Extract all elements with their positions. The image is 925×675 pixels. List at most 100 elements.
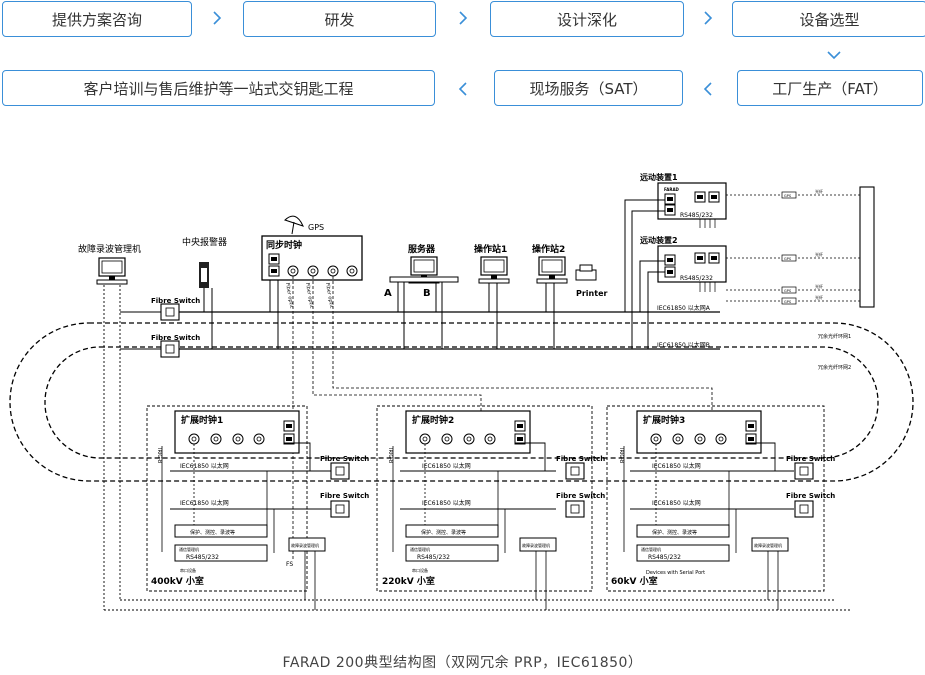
port-icon bbox=[694, 433, 706, 445]
port-icon bbox=[708, 191, 720, 203]
room3-label: 60kV 小室 bbox=[611, 575, 658, 587]
port-icon bbox=[307, 265, 319, 277]
port-icon bbox=[253, 433, 265, 445]
port-icon bbox=[283, 420, 295, 432]
fibre-switch-label: Fibre Switch bbox=[556, 492, 605, 500]
step-equipment-selection: 设备选型 bbox=[732, 1, 925, 37]
printer-label: Printer bbox=[576, 289, 607, 298]
port-icon bbox=[232, 433, 244, 445]
fibre-switch-icon bbox=[565, 462, 585, 480]
fiber-optic-label: Fiber optic bbox=[324, 282, 334, 309]
protect-label: 保护、测控、录波等 bbox=[652, 529, 697, 536]
iec-label: IEC61850 以太网 bbox=[422, 499, 471, 507]
fibre-switch-icon bbox=[565, 500, 585, 518]
step-turnkey: 客户培训与售后维护等一站式交钥匙工程 bbox=[2, 70, 435, 106]
comm-label: 通信管理机 bbox=[641, 546, 661, 552]
redundant-ring-outer bbox=[9, 322, 914, 482]
protect-label: 保护、测控、录波等 bbox=[190, 529, 235, 536]
server-a-label: A bbox=[384, 288, 392, 299]
port-icon bbox=[745, 433, 757, 445]
ext-clock2-label: 扩展时钟2 bbox=[412, 414, 454, 426]
dispatch-frame bbox=[859, 186, 875, 308]
iec-label: IEC61850 以太网 bbox=[422, 462, 471, 470]
port-icon bbox=[650, 433, 662, 445]
chevron-down-icon bbox=[826, 47, 842, 63]
rs485-label: RS485/232 bbox=[680, 212, 713, 219]
fiber-optic-label: Fiber optic bbox=[304, 282, 314, 309]
fibre-switch-icon bbox=[794, 462, 814, 480]
port-icon bbox=[664, 193, 676, 205]
remote2-label: 远动装置2 bbox=[640, 235, 678, 245]
server-label: 服务器 bbox=[408, 243, 436, 255]
port-icon bbox=[745, 420, 757, 432]
port-icon bbox=[419, 433, 431, 445]
chevron-right-icon bbox=[700, 10, 716, 26]
ring-label-1: 冗余光纤环网1 bbox=[818, 333, 851, 340]
port-icon bbox=[694, 252, 706, 264]
ext-clock3-label: 扩展时钟3 bbox=[643, 414, 685, 426]
port-icon bbox=[188, 433, 200, 445]
port-icon bbox=[514, 433, 526, 445]
port-icon bbox=[514, 420, 526, 432]
room1-label: 400kV 小室 bbox=[151, 575, 204, 587]
station1-label: 操作站1 bbox=[474, 243, 507, 255]
central-alarm-label: 中央报警器 bbox=[182, 236, 227, 248]
fault-recorder-label: 故障录波管理机 bbox=[78, 243, 141, 255]
ring-label-2: 冗余光纤环网2 bbox=[818, 364, 851, 371]
printer-icon bbox=[575, 264, 597, 281]
serial-device-label: 串口设备 bbox=[180, 567, 196, 573]
recorder-box-label: 故障录波管理机 bbox=[522, 542, 550, 548]
iec-label: IEC61850 以太网 bbox=[180, 462, 229, 470]
station2-label: 操作站2 bbox=[532, 243, 565, 255]
rs485-label: RS485/232 bbox=[417, 554, 450, 561]
port-icon bbox=[664, 204, 676, 216]
port-icon bbox=[672, 433, 684, 445]
irig-label: IRIG-B bbox=[156, 448, 162, 464]
port-icon bbox=[463, 433, 475, 445]
server-b-label: B bbox=[423, 288, 431, 299]
protect-label: 保护、测控、录波等 bbox=[421, 529, 466, 536]
port-icon bbox=[210, 433, 222, 445]
step-rnd: 研发 bbox=[243, 1, 436, 37]
port-icon bbox=[664, 254, 676, 266]
bus-b-label: IEC61850 以太网B bbox=[657, 341, 710, 349]
irig-label: IRIG-B bbox=[387, 448, 393, 464]
fibre-switch-label: Fibre Switch bbox=[320, 492, 369, 500]
fibre-switch-label: Fibre Switch bbox=[786, 455, 835, 463]
sync-clock-label: 同步时钟 bbox=[266, 239, 302, 251]
chevron-right-icon bbox=[209, 10, 225, 26]
recorder-box-label: 故障录波管理机 bbox=[291, 542, 319, 548]
fiber-label: 光纤 bbox=[815, 188, 823, 194]
port-icon bbox=[715, 433, 727, 445]
fs-label: FS bbox=[286, 561, 293, 568]
computer-icon bbox=[478, 256, 510, 284]
comm-label: 通信管理机 bbox=[410, 546, 430, 552]
ext-clock1-label: 扩展时钟1 bbox=[181, 414, 223, 426]
gps-antenna-icon bbox=[284, 215, 304, 235]
comm-label: 通信管理机 bbox=[179, 546, 199, 552]
diagram-caption: FARAD 200典型结构图（双网冗余 PRP，IEC61850） bbox=[282, 655, 643, 671]
room-400kv: 扩展时钟1 IRIG-B IEC61850 以太网 IEC61850 以太网 保… bbox=[146, 405, 326, 610]
step-consulting: 提供方案咨询 bbox=[2, 1, 192, 37]
fiber-optic-label: Fiber optic bbox=[284, 282, 294, 309]
fibre-switch-icon bbox=[330, 462, 350, 480]
fibre-switch-icon bbox=[160, 340, 180, 358]
chevron-left-icon bbox=[700, 81, 716, 97]
computer-icon bbox=[96, 257, 128, 285]
farad-label: FARAD bbox=[664, 187, 680, 192]
fibre-switch-icon bbox=[794, 500, 814, 518]
iec-label: IEC61850 以太网 bbox=[652, 462, 701, 470]
port-icon bbox=[327, 265, 339, 277]
step-design: 设计深化 bbox=[490, 1, 684, 37]
devices-serial-label: Devices with Serial Port bbox=[646, 570, 705, 576]
fiber-label: 光纤 bbox=[815, 283, 823, 289]
remote1-label: 远动装置1 bbox=[640, 172, 678, 182]
rs485-label: RS485/232 bbox=[680, 275, 713, 282]
port-icon bbox=[708, 252, 720, 264]
gps-tag-label: GPS bbox=[784, 289, 792, 293]
fibre-switch-label: Fibre Switch bbox=[151, 297, 200, 305]
port-icon bbox=[441, 433, 453, 445]
port-icon bbox=[346, 265, 358, 277]
iec-label: IEC61850 以太网 bbox=[652, 499, 701, 507]
recorder-box-label: 故障录波管理机 bbox=[754, 542, 782, 548]
